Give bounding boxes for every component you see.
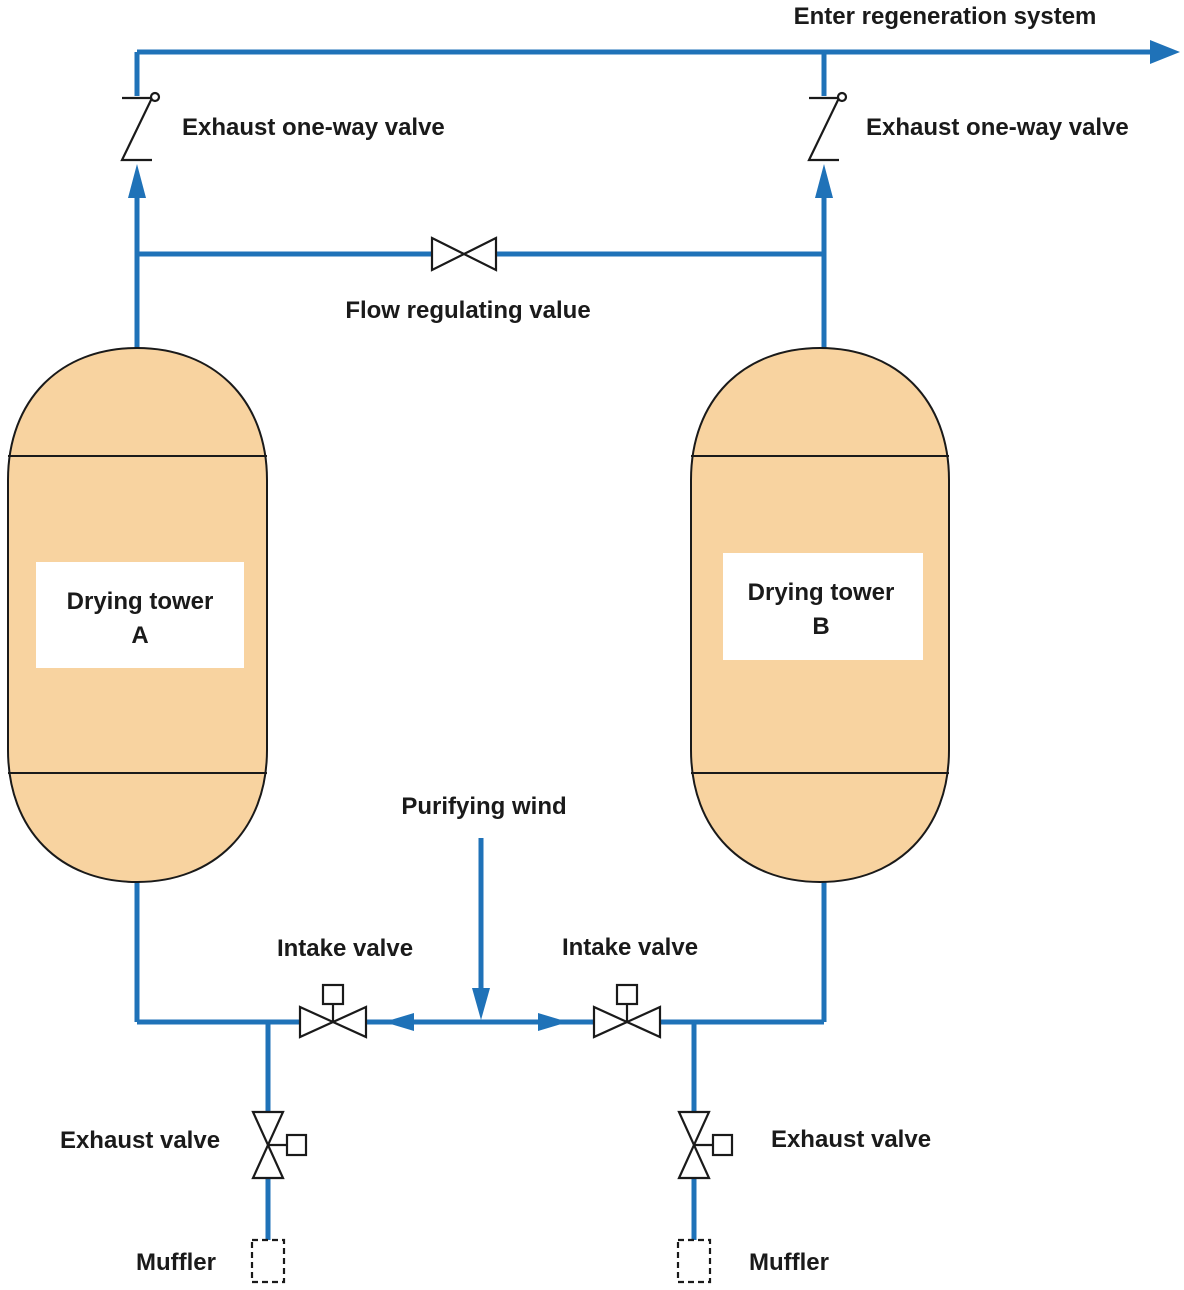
drying-tower-b: Drying tower B xyxy=(690,346,950,884)
tower-b-title: Drying tower xyxy=(748,579,895,606)
flow-regulating-valve-icon xyxy=(430,236,498,272)
tower-a-label-box xyxy=(36,562,244,668)
tower-b-label-box xyxy=(723,553,923,660)
exhaust-valve-left-icon xyxy=(251,1110,308,1180)
enter-regeneration-label: Enter regeneration system xyxy=(794,3,1097,30)
muffler-left-icon xyxy=(250,1238,286,1284)
muffler-left-label: Muffler xyxy=(136,1249,216,1276)
muffler-right-label: Muffler xyxy=(749,1249,829,1276)
exhaust-one-way-valve-left-label: Exhaust one-way valve xyxy=(182,114,445,141)
right-riser-arrow xyxy=(815,164,833,198)
tower-a-letter: A xyxy=(131,622,148,649)
intake-valve-left-icon xyxy=(298,983,368,1039)
regeneration-arrow xyxy=(1150,40,1180,64)
drying-tower-a: Drying tower A xyxy=(7,346,268,884)
intake-valve-left-label: Intake valve xyxy=(277,935,413,962)
center-left-arrow xyxy=(384,1013,414,1031)
muffler-right-icon xyxy=(676,1238,712,1284)
tower-b-letter: B xyxy=(812,613,829,640)
tower-a-title: Drying tower xyxy=(67,588,214,615)
exhaust-one-way-valve-right xyxy=(807,91,848,162)
intake-valve-right-icon xyxy=(592,983,662,1039)
exhaust-valve-right-icon xyxy=(677,1110,734,1180)
intake-valve-right-label: Intake valve xyxy=(562,934,698,961)
purifying-wind-label: Purifying wind xyxy=(401,793,566,820)
left-riser-arrow xyxy=(128,164,146,198)
purifying-wind-arrow xyxy=(472,988,490,1020)
exhaust-valve-left-label: Exhaust valve xyxy=(60,1127,220,1154)
exhaust-one-way-valve-right-label: Exhaust one-way valve xyxy=(866,114,1129,141)
exhaust-valve-right-label: Exhaust valve xyxy=(771,1126,931,1153)
center-right-arrow xyxy=(538,1013,568,1031)
flow-regulating-label: Flow regulating value xyxy=(345,297,590,324)
pipes xyxy=(128,40,1180,1240)
exhaust-one-way-valve-left xyxy=(120,91,161,162)
